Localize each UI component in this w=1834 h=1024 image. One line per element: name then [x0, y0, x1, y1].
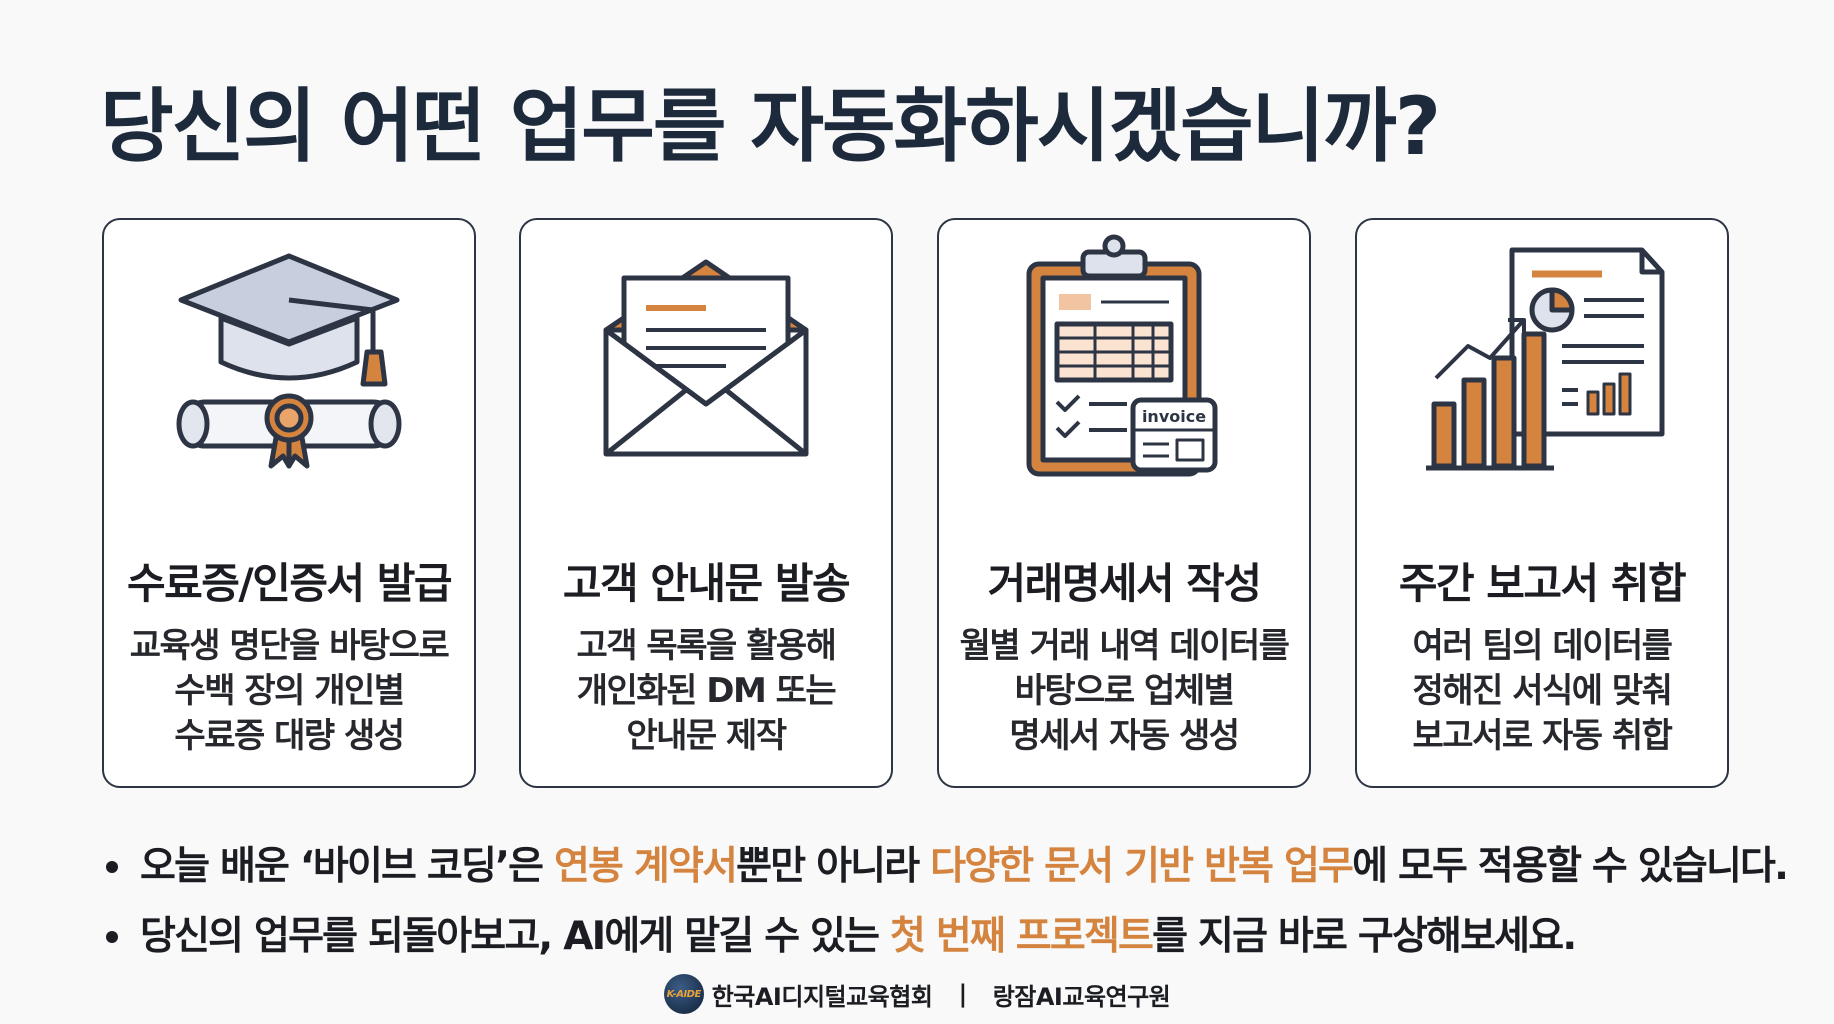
logo-badge: K-AIDE: [663, 974, 704, 1014]
graduation-cap-diploma-icon: [176, 253, 402, 469]
card-desc-line: 명세서 자동 생성: [1009, 716, 1240, 756]
bullet-highlight: 첫 번째 프로젝트: [890, 914, 1154, 959]
card-desc-line: 월별 거래 내역 데이터를: [959, 626, 1290, 666]
envelope-letter-icon: [603, 259, 809, 457]
report-bar-chart-icon: [1426, 247, 1665, 471]
clipboard-invoice-icon: invoice: [1026, 234, 1218, 477]
footer: K-AIDE 한국AI디지털교육협회 | 랑잠AI교육연구원: [0, 972, 1834, 1016]
bullet-item: 오늘 배운 ‘바이브 코딩’은 연봉 계약서뿐만 아니라 다양한 문서 기반 반…: [100, 832, 1789, 902]
card-customer-notice: 고객 안내문 발송 고객 목록을 활용해 개인화된 DM 또는 안내문 제작: [519, 218, 893, 788]
illustration: [521, 234, 891, 554]
invoice-label: invoice: [1142, 407, 1206, 426]
bullet-highlight: 연봉 계약서: [553, 844, 738, 889]
bullet-highlight: 다양한 문서 기반 반복 업무: [930, 844, 1354, 889]
org-name-secondary: 랑잠AI교육연구원: [992, 982, 1171, 1011]
page-title: 당신의 어떤 업무를 자동화하시겠습니까?: [100, 80, 1441, 173]
bullet-text: 에 모두 적용할 수 있습니다.: [1352, 844, 1789, 889]
card-desc-line: 바탕으로 업체별: [1014, 671, 1235, 711]
footer-separator: |: [958, 980, 967, 1008]
card-certificate: 수료증/인증서 발급 교육생 명단을 바탕으로 수백 장의 개인별 수료증 대량…: [102, 218, 476, 788]
card-desc-line: 교육생 명단을 바탕으로: [129, 626, 450, 666]
card-desc-line: 수료증 대량 생성: [174, 716, 405, 756]
bullet-text: 를 지금 바로 구상해보세요.: [1152, 914, 1577, 959]
bullet-text: 뿐만 아니라: [736, 844, 931, 889]
card-description: 교육생 명단을 바탕으로 수백 장의 개인별 수료증 대량 생성: [104, 624, 474, 759]
card-description: 고객 목록을 활용해 개인화된 DM 또는 안내문 제작: [521, 624, 891, 759]
card-transaction-statement: invoice 거래명세서 작성 월별 거래 내역 데이터를 바탕으로 업체별 …: [937, 218, 1311, 788]
card-desc-line: 개인화된 DM 또는: [576, 671, 837, 711]
card-description: 여러 팀의 데이터를 정해진 서식에 맞춰 보고서로 자동 취합: [1357, 624, 1727, 759]
illustration: invoice: [939, 234, 1309, 554]
card-heading: 주간 보고서 취합: [1398, 559, 1687, 608]
card-desc-line: 보고서로 자동 취합: [1412, 716, 1673, 756]
logo-text: K-AIDE: [666, 988, 702, 1000]
card-description: 월별 거래 내역 데이터를 바탕으로 업체별 명세서 자동 생성: [939, 624, 1309, 759]
bullet-item: 당신의 업무를 되돌아보고, AI에게 맡길 수 있는 첫 번째 프로젝트를 지…: [100, 902, 1787, 972]
card-desc-line: 고객 목록을 활용해: [576, 626, 837, 666]
card-desc-line: 수백 장의 개인별: [174, 671, 405, 711]
bullet-text: 오늘 배운 ‘바이브 코딩’은: [140, 844, 554, 889]
card-desc-line: 안내문 제작: [626, 716, 787, 756]
bullet-text: 당신의 업무를 되돌아보고, AI에게 맡길 수 있는: [140, 914, 890, 959]
illustration: [104, 234, 474, 554]
illustration: [1357, 234, 1727, 554]
card-weekly-report: 주간 보고서 취합 여러 팀의 데이터를 정해진 서식에 맞춰 보고서로 자동 …: [1355, 218, 1729, 788]
org-name-primary: 한국AI디지털교육협회: [711, 982, 933, 1011]
card-heading: 거래명세서 작성: [987, 559, 1262, 608]
card-heading: 고객 안내문 발송: [562, 559, 851, 608]
bullet-list: 오늘 배운 ‘바이브 코딩’은 연봉 계약서뿐만 아니라 다양한 문서 기반 반…: [100, 832, 1789, 972]
card-desc-line: 여러 팀의 데이터를: [1412, 626, 1673, 666]
card-heading: 수료증/인증서 발급: [126, 559, 453, 608]
card-desc-line: 정해진 서식에 맞춰: [1412, 671, 1673, 711]
